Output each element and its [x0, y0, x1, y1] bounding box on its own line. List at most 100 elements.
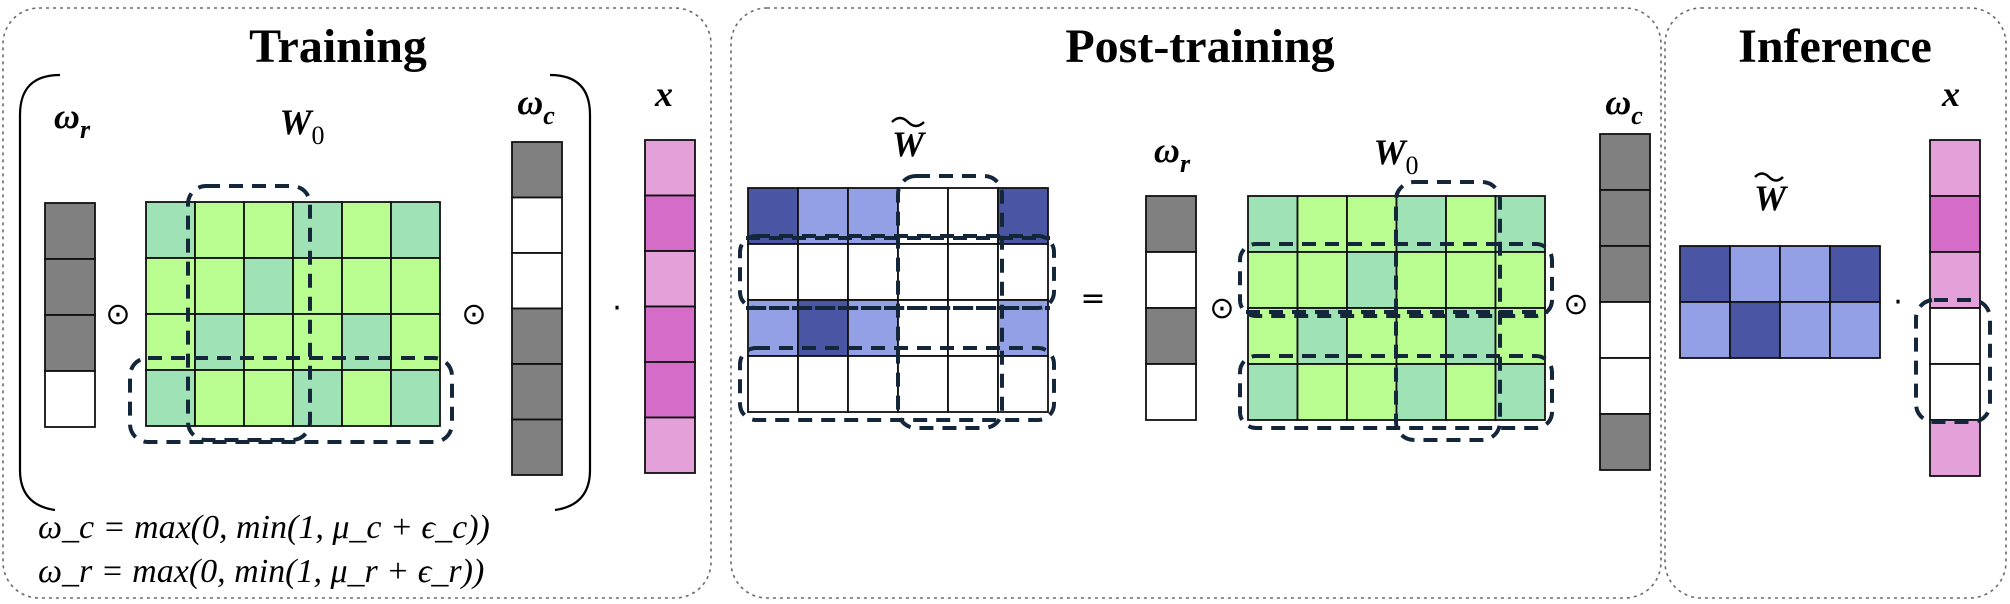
matrix-cell: [644, 194, 696, 252]
matrix-cell: [1929, 139, 1981, 197]
matrix-cell: [1779, 301, 1831, 359]
x-label: x: [654, 74, 673, 114]
matrix-cell: [292, 201, 343, 259]
dashed-row-highlight: [1238, 242, 1554, 318]
post-training-content: W = ωr W0 ωc ⊙ ⊙: [738, 82, 1651, 471]
w0-label: W0: [279, 102, 324, 150]
matrix-cell: [644, 250, 696, 308]
matrix-cell: [511, 307, 563, 365]
matrix-cell: [747, 355, 799, 413]
matrix-cell: [390, 257, 441, 315]
inference-content: W x ·: [1679, 74, 1992, 477]
matrix-cell: [1296, 251, 1348, 309]
training-title: Training: [249, 20, 427, 73]
matrix-cell: [747, 243, 799, 301]
omega-c-label: ωc: [517, 82, 555, 130]
matrix-cell: [341, 201, 392, 259]
matrix-cell: [1599, 133, 1651, 191]
dashed-row-highlight: [128, 356, 454, 444]
inference-title: Inference: [1738, 20, 1932, 73]
matrix-cell: [1346, 251, 1398, 309]
matrix-cell: [1599, 189, 1651, 247]
hadamard-operator: ⊙: [1563, 287, 1588, 322]
matrix-cell: [511, 252, 563, 310]
matrix-cell: [243, 369, 294, 427]
matrix-cell: [1599, 357, 1651, 415]
left-parenthesis: [18, 73, 61, 512]
matrix-cell: [1395, 363, 1447, 421]
matrix-cell: [897, 243, 949, 301]
matrix-cell: [1445, 363, 1497, 421]
matrix-cell: [644, 305, 696, 363]
tilde-mark: [1754, 172, 1784, 182]
matrix-cell: [194, 313, 245, 371]
input-vector-x: [1929, 139, 1981, 477]
right-parenthesis: [549, 73, 592, 512]
dashed-pruned-entries-highlight: [1914, 298, 1992, 424]
matrix-cell: [997, 243, 1049, 301]
matrix-cell: [44, 258, 96, 316]
matrix-cell: [341, 369, 392, 427]
omega-r-label: ωr: [54, 96, 91, 144]
training-panel: [2, 7, 712, 599]
w-tilde-label: W: [892, 124, 927, 164]
matrix-cell: [1829, 301, 1881, 359]
matrix-cell: [390, 369, 441, 427]
matrix-cell: [1599, 301, 1651, 359]
dashed-row-highlight: [738, 346, 1056, 422]
matrix-cell: [1494, 251, 1546, 309]
matrix-cell: [511, 141, 563, 199]
matrix-cell: [947, 355, 999, 413]
dashed-row-highlight: [1238, 354, 1554, 430]
matrix-cell: [292, 369, 343, 427]
matrix-cell: [390, 201, 441, 259]
omega-c-equation: ω_c = max(0, min(1, μ_c + ϵ_c)): [38, 509, 490, 546]
matrix-cell: [1929, 195, 1981, 253]
w0-weight-matrix: [145, 201, 441, 427]
omega-r-equation: ω_r = max(0, min(1, μ_r + ϵ_r)): [38, 553, 484, 590]
matrix-cell: [897, 355, 949, 413]
matrix-cell: [1729, 301, 1781, 359]
matrix-cell: [1247, 363, 1299, 421]
matrix-cell: [1729, 245, 1781, 303]
dot-operator: ·: [1893, 285, 1903, 320]
matrix-cell: [1247, 251, 1299, 309]
matrix-cell: [1145, 251, 1197, 309]
hadamard-operator: ⊙: [461, 297, 486, 332]
matrix-cell: [511, 196, 563, 254]
row-mask-vector: [1145, 195, 1197, 421]
row-mask-vector: [44, 202, 96, 428]
post-training-title: Post-training: [1065, 20, 1334, 73]
matrix-cell: [1679, 245, 1731, 303]
matrix-cell: [44, 202, 96, 260]
column-mask-vector: [511, 141, 563, 476]
matrix-cell: [243, 257, 294, 315]
equals-operator: =: [1080, 281, 1105, 316]
matrix-cell: [1346, 363, 1398, 421]
input-vector-x: [644, 139, 696, 474]
matrix-cell: [847, 355, 899, 413]
matrix-cell: [511, 418, 563, 476]
matrix-cell: [243, 313, 294, 371]
matrix-cell: [390, 313, 441, 371]
matrix-cell: [341, 257, 392, 315]
matrix-cell: [44, 314, 96, 372]
matrix-cell: [1599, 245, 1651, 303]
matrix-cell: [1679, 301, 1731, 359]
matrix-cell: [797, 243, 849, 301]
matrix-cell: [644, 361, 696, 419]
matrix-cell: [292, 257, 343, 315]
omega-c-label: ωc: [1605, 82, 1643, 130]
matrix-cell: [797, 355, 849, 413]
column-mask-vector: [1599, 133, 1651, 471]
matrix-cell: [1929, 307, 1981, 365]
matrix-cell: [44, 370, 96, 428]
matrix-cell: [847, 243, 899, 301]
matrix-cell: [1145, 195, 1197, 253]
matrix-cell: [1929, 363, 1981, 421]
matrix-cell: [194, 201, 245, 259]
matrix-cell: [1145, 363, 1197, 421]
matrix-cell: [194, 369, 245, 427]
matrix-cell: [1494, 363, 1546, 421]
hadamard-operator: ⊙: [1209, 291, 1234, 326]
